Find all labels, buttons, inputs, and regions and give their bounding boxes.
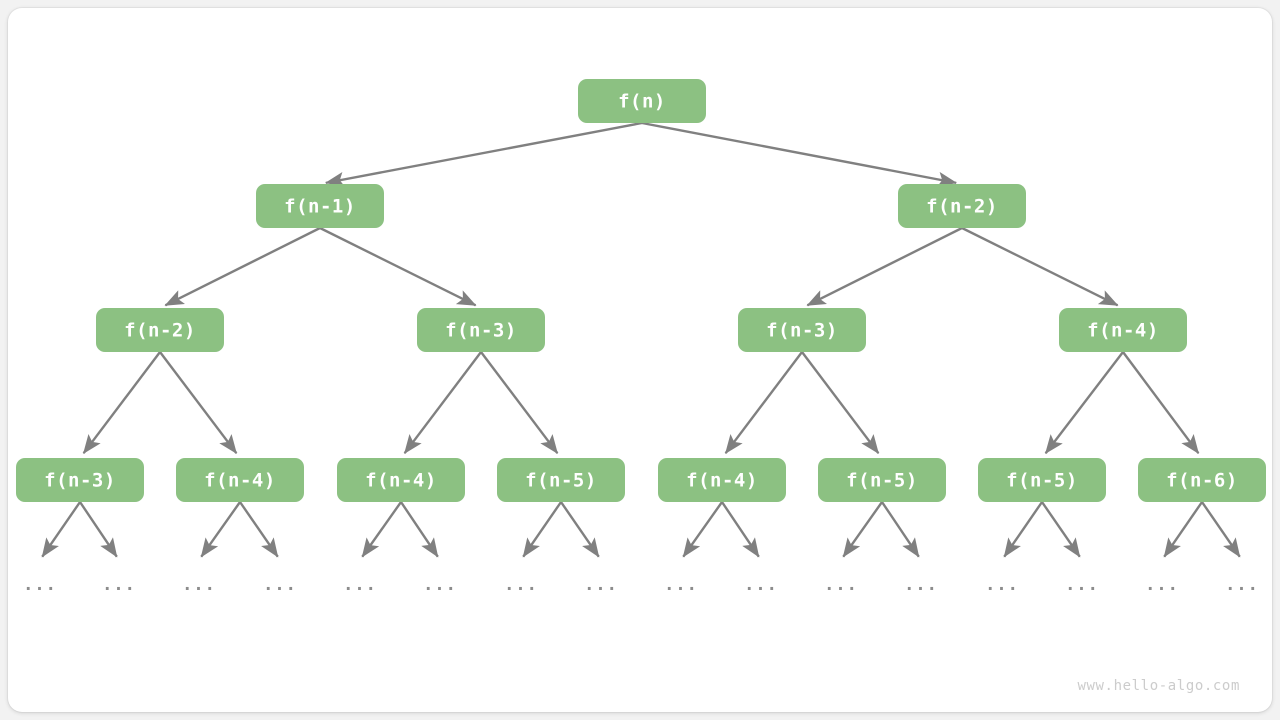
tree-edge (641, 121, 958, 188)
tree-edges (41, 121, 1241, 558)
tree-edge-to-ellipsis (842, 501, 883, 558)
tree-node[interactable]: f(n-1) (256, 184, 384, 228)
ellipsis-label: ... (584, 575, 618, 595)
tree-edge-to-ellipsis (361, 501, 402, 558)
tree-edge (159, 351, 238, 454)
tree-edge-to-ellipsis (1201, 501, 1241, 558)
diagram-canvas (8, 8, 1272, 712)
ellipsis-label: ... (263, 575, 297, 595)
tree-edge (319, 226, 477, 307)
tree-node-box (96, 308, 224, 352)
tree-edge-to-ellipsis (881, 501, 920, 558)
tree-node-label: f(n-5) (525, 470, 597, 492)
tree-node-box (898, 184, 1026, 228)
tree-node-label: f(n-3) (44, 470, 116, 492)
tree-node[interactable]: f(n-5) (978, 458, 1106, 502)
tree-node[interactable]: f(n-3) (417, 308, 545, 352)
tree-node[interactable]: f(n-4) (337, 458, 465, 502)
tree-edge-to-ellipsis (400, 501, 439, 558)
tree-edge (324, 121, 643, 188)
tree-edge (961, 226, 1119, 307)
tree-edge (164, 226, 321, 307)
tree-node[interactable]: f(n-3) (738, 308, 866, 352)
tree-edge-to-ellipsis (239, 501, 279, 558)
tree-edge-to-ellipsis (200, 501, 241, 558)
tree-node[interactable]: f(n) (578, 79, 706, 123)
tree-edge-to-ellipsis (721, 501, 760, 558)
tree-node-label: f(n-2) (124, 320, 196, 342)
tree-node[interactable]: f(n-4) (176, 458, 304, 502)
tree-node[interactable]: f(n-4) (1059, 308, 1187, 352)
ellipsis-label: ... (23, 575, 57, 595)
tree-edge-to-ellipsis (1163, 501, 1203, 558)
tree-node-label: f(n-4) (204, 470, 276, 492)
tree-edge-to-ellipsis (522, 501, 562, 558)
ellipsis-label: ... (343, 575, 377, 595)
tree-node-box (337, 458, 465, 502)
ellipsis-label: ... (423, 575, 457, 595)
tree-node-box (176, 458, 304, 502)
tree-node[interactable]: f(n-5) (497, 458, 625, 502)
tree-edge-to-ellipsis (560, 501, 600, 558)
tree-edge (403, 351, 482, 454)
tree-node-label: f(n-6) (1166, 470, 1238, 492)
tree-node[interactable]: f(n-6) (1138, 458, 1266, 502)
tree-edge (1044, 351, 1124, 454)
tree-nodes: f(n) f(n-1) f(n-2) f(n-2) f(n-3) f(n-3) f(n-4)… (16, 79, 1266, 502)
ellipsis-label: ... (824, 575, 858, 595)
tree-node[interactable]: f(n-2) (96, 308, 224, 352)
tree-edge (480, 351, 559, 454)
tree-edge-to-ellipsis (682, 501, 723, 558)
tree-node[interactable]: f(n-5) (818, 458, 946, 502)
tree-node-box (658, 458, 786, 502)
tree-node-label: f(n-4) (365, 470, 437, 492)
tree-node-label: f(n-4) (686, 470, 758, 492)
tree-node-label: f(n-5) (1006, 470, 1078, 492)
tree-edge (724, 351, 803, 454)
tree-node-box (497, 458, 625, 502)
ellipsis-label: ... (744, 575, 778, 595)
tree-edge-to-ellipsis (79, 501, 118, 558)
ellipsis-label: ... (904, 575, 938, 595)
ellipsis-label: ... (1145, 575, 1179, 595)
tree-node-box (1138, 458, 1266, 502)
tree-node-box (738, 308, 866, 352)
tree-edge-to-ellipsis (1003, 501, 1043, 558)
tree-node[interactable]: f(n-3) (16, 458, 144, 502)
ellipsis-label: ... (182, 575, 216, 595)
tree-edge-to-ellipsis (1041, 501, 1081, 558)
tree-node-label: f(n-5) (846, 470, 918, 492)
ellipsis-label: ... (1225, 575, 1259, 595)
tree-ellipses: ........................................… (23, 575, 1259, 595)
ellipsis-label: ... (102, 575, 136, 595)
ellipsis-label: ... (664, 575, 698, 595)
tree-node-box (578, 79, 706, 123)
tree-node-label: f(n-3) (766, 320, 838, 342)
tree-node-label: f(n-3) (445, 320, 517, 342)
tree-node-label: f(n-2) (926, 196, 998, 218)
tree-node-box (256, 184, 384, 228)
tree-edge (82, 351, 161, 454)
tree-node-box (417, 308, 545, 352)
tree-node[interactable]: f(n-2) (898, 184, 1026, 228)
ellipsis-label: ... (985, 575, 1019, 595)
tree-node-label: f(n) (618, 91, 666, 113)
tree-node-box (1059, 308, 1187, 352)
tree-edge (1122, 351, 1200, 454)
tree-node[interactable]: f(n-4) (658, 458, 786, 502)
ellipsis-label: ... (1065, 575, 1099, 595)
tree-edge-to-ellipsis (41, 501, 81, 558)
tree-edge (801, 351, 880, 454)
tree-node-box (978, 458, 1106, 502)
tree-node-box (818, 458, 946, 502)
tree-edge (806, 226, 963, 307)
watermark-label: www.hello-algo.com (1077, 678, 1240, 694)
tree-node-label: f(n-1) (284, 196, 356, 218)
tree-node-label: f(n-4) (1087, 320, 1159, 342)
ellipsis-label: ... (504, 575, 538, 595)
tree-node-box (16, 458, 144, 502)
